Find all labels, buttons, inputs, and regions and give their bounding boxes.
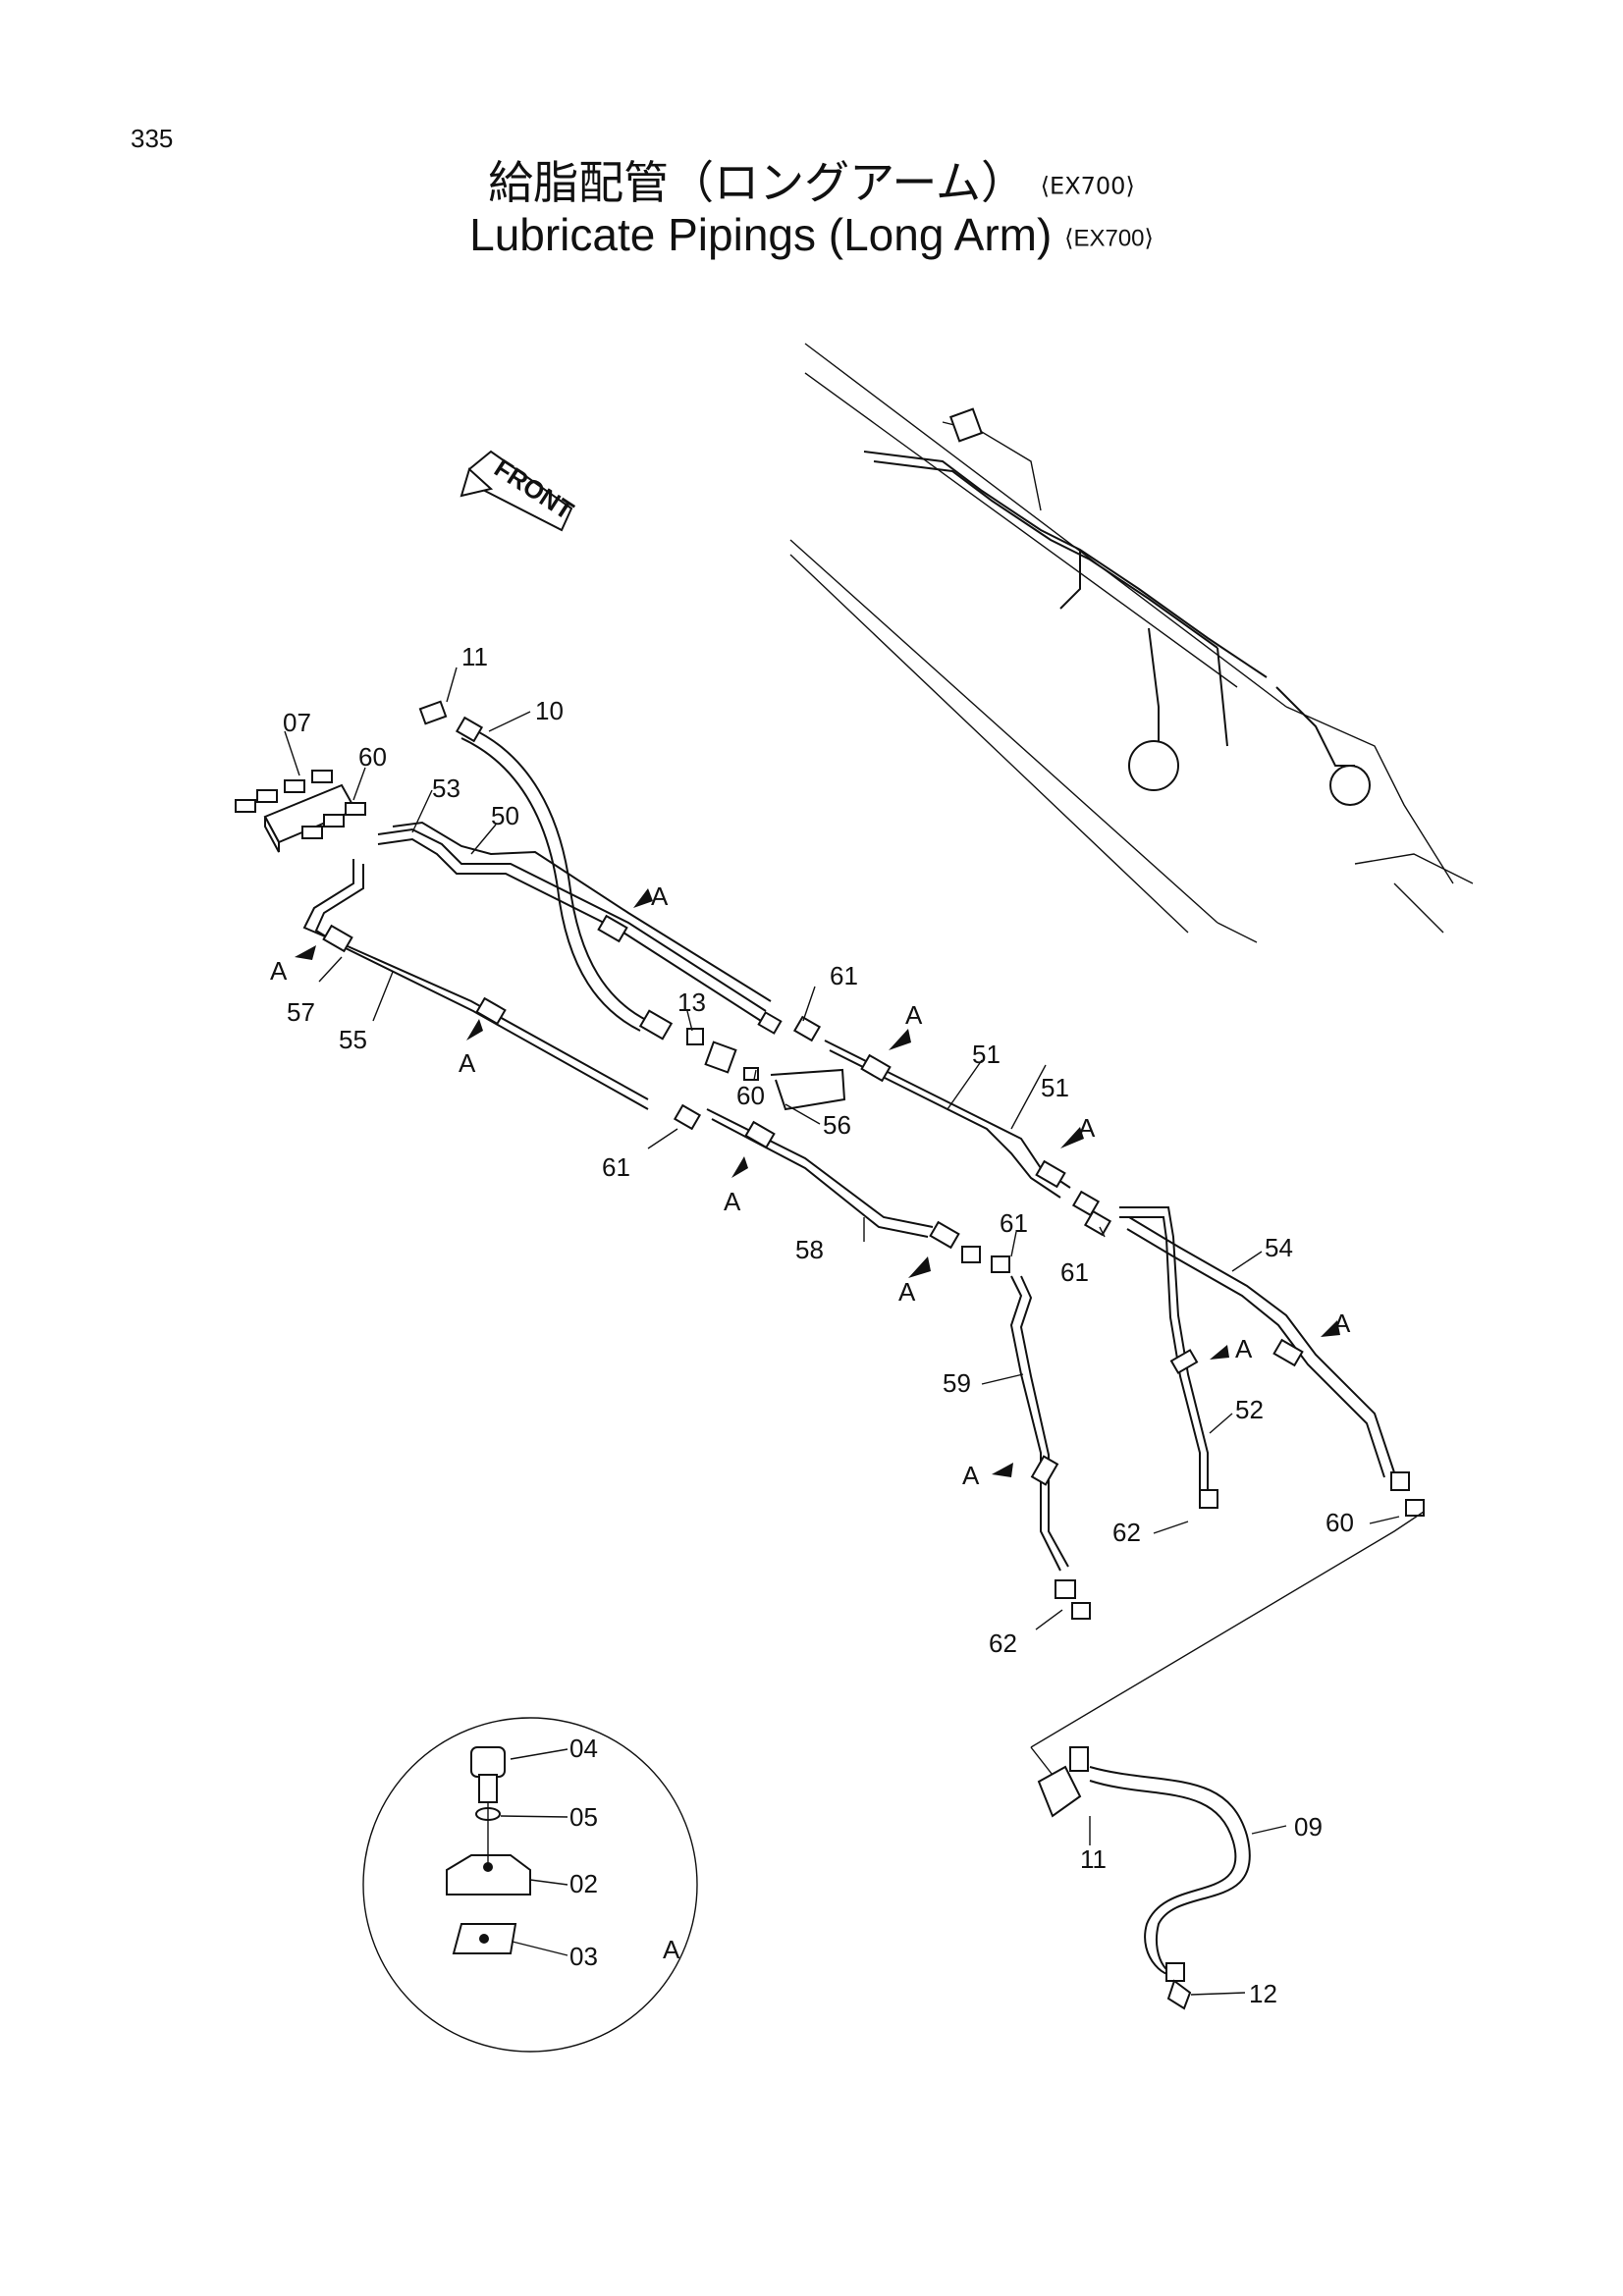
- page-number: 335: [131, 124, 174, 153]
- label-60-right: 60: [1325, 1508, 1354, 1537]
- label-58: 58: [795, 1235, 824, 1264]
- callout-labels: 11 10 07 60 53 50 A A 57 55 A 13 60 61 5…: [270, 642, 1354, 2008]
- label-07: 07: [283, 708, 311, 737]
- view-a-markers: [295, 888, 1340, 1477]
- arm-overview-illustration: [789, 343, 1474, 943]
- label-51-a: 51: [972, 1040, 1001, 1069]
- label-51-b: 51: [1041, 1073, 1069, 1102]
- pipe-runs: [302, 727, 1395, 1572]
- label-50: 50: [491, 801, 519, 830]
- label-53: 53: [432, 774, 460, 803]
- label-a-6: A: [1078, 1113, 1096, 1143]
- label-56: 56: [823, 1110, 851, 1140]
- detail-a-view: [362, 1717, 698, 2053]
- pipe-fittings: [418, 700, 1425, 1620]
- label-11-hose: 11: [1080, 1844, 1107, 1874]
- label-61-left: 61: [602, 1152, 630, 1182]
- label-52: 52: [1235, 1395, 1264, 1424]
- label-62-right: 62: [1112, 1518, 1141, 1547]
- label-57: 57: [287, 997, 315, 1027]
- label-03: 03: [569, 1942, 598, 1971]
- label-59: 59: [943, 1368, 971, 1398]
- label-a-1: A: [651, 881, 669, 911]
- label-61-top: 61: [830, 961, 858, 990]
- label-13: 13: [677, 988, 706, 1017]
- lubrication-manifold-block: [235, 770, 366, 853]
- label-a-9: A: [1235, 1334, 1253, 1363]
- hose-assembly: [1030, 1511, 1425, 2010]
- callout-leaders: [284, 667, 1400, 1996]
- label-09: 09: [1294, 1812, 1323, 1842]
- label-62-left: 62: [989, 1629, 1017, 1658]
- label-a-2: A: [270, 956, 288, 986]
- label-a-3: A: [459, 1048, 476, 1078]
- title-en-text: Lubricate Pipings (Long Arm): [469, 209, 1053, 260]
- label-05: 05: [569, 1802, 598, 1832]
- front-direction-arrow: FRONT: [460, 450, 579, 532]
- label-61-right: 61: [1060, 1257, 1089, 1287]
- model-tag: ⟨EX700⟩: [1064, 225, 1154, 252]
- title-ja-text: 給脂配管（ロングアーム）: [488, 156, 1027, 209]
- label-a-8: A: [1333, 1308, 1351, 1338]
- label-10: 10: [535, 696, 564, 725]
- label-02: 02: [569, 1869, 598, 1898]
- label-61-mid: 61: [1000, 1208, 1028, 1238]
- pipe-clamps: [322, 914, 1304, 1486]
- label-60-manifold: 60: [358, 742, 387, 772]
- label-a-4: A: [724, 1187, 741, 1216]
- label-a-5: A: [905, 1000, 923, 1030]
- label-a-detail: A: [663, 1935, 680, 1964]
- page-title-japanese: 給脂配管（ロングアーム） ⟨EX700⟩: [0, 147, 1623, 212]
- label-a-10: A: [962, 1461, 980, 1490]
- model-tag: ⟨EX700⟩: [1040, 172, 1135, 200]
- label-55: 55: [339, 1025, 367, 1054]
- label-12: 12: [1249, 1979, 1277, 2008]
- page-title-english: Lubricate Pipings (Long Arm) ⟨EX700⟩: [0, 208, 1623, 261]
- label-11: 11: [461, 642, 488, 671]
- label-54: 54: [1265, 1233, 1293, 1262]
- label-a-7: A: [898, 1277, 916, 1307]
- label-60-center: 60: [736, 1081, 765, 1110]
- label-04: 04: [569, 1734, 598, 1763]
